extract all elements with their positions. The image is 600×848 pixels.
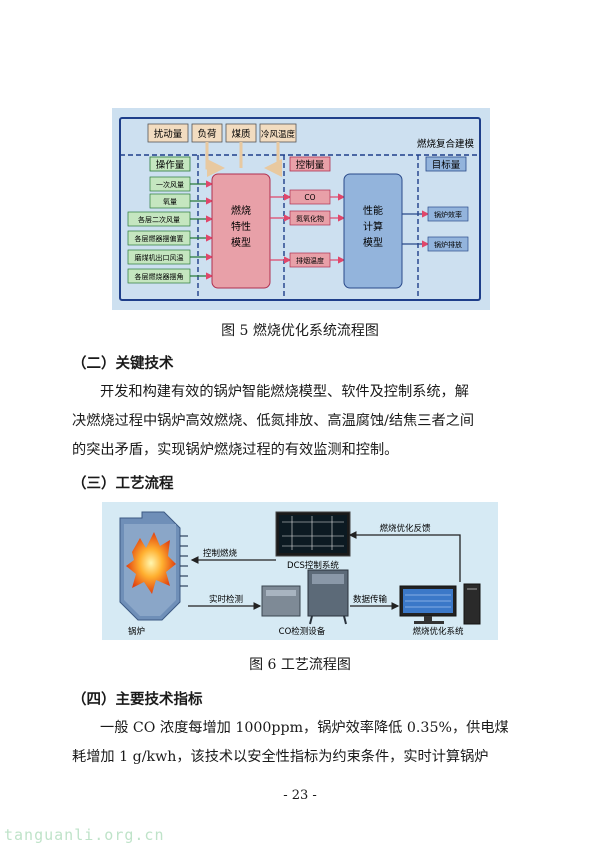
operate-item: 各层二次风量 bbox=[127, 211, 191, 227]
svg-text:特性: 特性 bbox=[231, 220, 251, 233]
top-input: 负荷 bbox=[191, 123, 223, 143]
top-input: 冷风温度 bbox=[259, 123, 297, 143]
svg-text:负荷: 负荷 bbox=[197, 128, 217, 140]
section-3-heading: （三）工艺流程 bbox=[72, 475, 174, 492]
section-2-heading: （二）关键技术 bbox=[72, 355, 174, 372]
svg-text:氮氧化物: 氮氧化物 bbox=[296, 214, 324, 223]
control-item: CO bbox=[289, 189, 331, 205]
dcs-monitor bbox=[275, 511, 351, 557]
svg-text:燃烧: 燃烧 bbox=[231, 204, 251, 217]
svg-text:锅炉效率: 锅炉效率 bbox=[434, 210, 462, 219]
performance-model: 性能 计算 模型 bbox=[343, 173, 403, 289]
svg-text:排烟温度: 排烟温度 bbox=[296, 256, 324, 265]
transfer-label: 数据传输 bbox=[353, 594, 388, 605]
svg-text:扰动量: 扰动量 bbox=[154, 128, 183, 140]
dcs-label: DCS控制系统 bbox=[287, 560, 339, 571]
top-input: 煤质 bbox=[225, 123, 257, 143]
operate-item: 氧量 bbox=[149, 193, 191, 209]
figure-6: 锅炉 DCS控制系统 燃烧优化反馈 控制燃烧 实时检测 CO检测设备 数据传输 bbox=[102, 502, 498, 640]
operate-item: 磨煤机出口风温 bbox=[127, 249, 191, 265]
svg-text:CO: CO bbox=[304, 193, 315, 202]
section-2-line-1: 开发和构建有效的锅炉智能燃烧模型、软件及控制系统，解 bbox=[100, 384, 469, 400]
svg-text:一次风量: 一次风量 bbox=[156, 180, 184, 189]
figure-5-diagram: 扰动量 负荷 煤质 冷风温度 燃烧复合建模 操作量 控制量 目标量 一次风量 氧… bbox=[112, 108, 490, 310]
svg-text:冷风温度: 冷风温度 bbox=[261, 129, 296, 140]
combustion-model: 燃烧 特性 模型 bbox=[211, 173, 271, 289]
svg-text:各层二次风量: 各层二次风量 bbox=[138, 215, 180, 224]
watermark: tanguanli.org.cn bbox=[4, 826, 165, 844]
svg-text:控制量: 控制量 bbox=[296, 159, 325, 171]
svg-text:煤质: 煤质 bbox=[231, 128, 251, 140]
optimization-computer bbox=[399, 583, 481, 625]
svg-text:氧量: 氧量 bbox=[163, 197, 177, 206]
svg-text:锅炉排放: 锅炉排放 bbox=[434, 240, 462, 249]
section-4-line-2: 耗增加 1 g/kwh，该技术以安全性指标为约束条件，实时计算锅炉 bbox=[72, 749, 489, 765]
section-target: 目标量 bbox=[425, 156, 467, 172]
control-item: 排烟温度 bbox=[289, 252, 331, 268]
optimization-label: 燃烧优化系统 bbox=[412, 626, 464, 637]
section-operate: 操作量 bbox=[149, 156, 191, 172]
boiler-label: 锅炉 bbox=[128, 626, 145, 637]
operate-item: 一次风量 bbox=[149, 176, 191, 192]
control-item: 氮氧化物 bbox=[289, 210, 331, 226]
figure-5: 扰动量 负荷 煤质 冷风温度 燃烧复合建模 操作量 控制量 目标量 一次风量 氧… bbox=[112, 108, 490, 310]
svg-text:计算: 计算 bbox=[363, 220, 383, 233]
co-device bbox=[261, 569, 349, 625]
boiler-graphic bbox=[119, 511, 188, 621]
svg-text:模型: 模型 bbox=[231, 236, 251, 249]
svg-text:各层燃烧器摆角: 各层燃烧器摆角 bbox=[135, 272, 184, 281]
page-number: - 23 - bbox=[283, 788, 317, 803]
model-title: 燃烧复合建模 bbox=[417, 138, 475, 150]
operate-item: 各层燃器摆偏置 bbox=[127, 230, 191, 246]
section-2-line-2: 决燃烧过程中锅炉高效燃烧、低氮排放、高温腐蚀/结焦三者之间 bbox=[72, 413, 475, 429]
svg-text:磨煤机出口风温: 磨煤机出口风温 bbox=[135, 253, 184, 262]
svg-text:模型: 模型 bbox=[363, 236, 383, 249]
section-4-heading: （四）主要技术指标 bbox=[72, 691, 203, 708]
co-device-label: CO检测设备 bbox=[279, 626, 326, 637]
target-item: 锅炉排放 bbox=[427, 236, 469, 252]
top-input: 扰动量 bbox=[147, 123, 189, 143]
svg-text:各层燃器摆偏置: 各层燃器摆偏置 bbox=[135, 234, 184, 243]
operate-item: 各层燃烧器摆角 bbox=[127, 268, 191, 284]
svg-text:目标量: 目标量 bbox=[432, 159, 461, 171]
figure-6-diagram: 锅炉 DCS控制系统 燃烧优化反馈 控制燃烧 实时检测 CO检测设备 数据传输 bbox=[102, 502, 498, 640]
section-4-line-1: 一般 CO 浓度每增加 1000ppm，锅炉效率降低 0.35%，供电煤 bbox=[100, 720, 509, 736]
figure-6-caption: 图 6 工艺流程图 bbox=[249, 657, 351, 673]
realtime-label: 实时检测 bbox=[209, 594, 243, 605]
svg-text:性能: 性能 bbox=[363, 204, 383, 217]
svg-text:操作量: 操作量 bbox=[156, 159, 185, 171]
control-combustion-label: 控制燃烧 bbox=[203, 548, 238, 559]
feedback-label: 燃烧优化反馈 bbox=[379, 523, 431, 534]
figure-5-caption: 图 5 燃烧优化系统流程图 bbox=[221, 323, 379, 339]
section-control: 控制量 bbox=[289, 156, 331, 172]
target-item: 锅炉效率 bbox=[427, 206, 469, 222]
section-2-line-3: 的突出矛盾，实现锅炉燃烧过程的有效监测和控制。 bbox=[72, 442, 399, 458]
